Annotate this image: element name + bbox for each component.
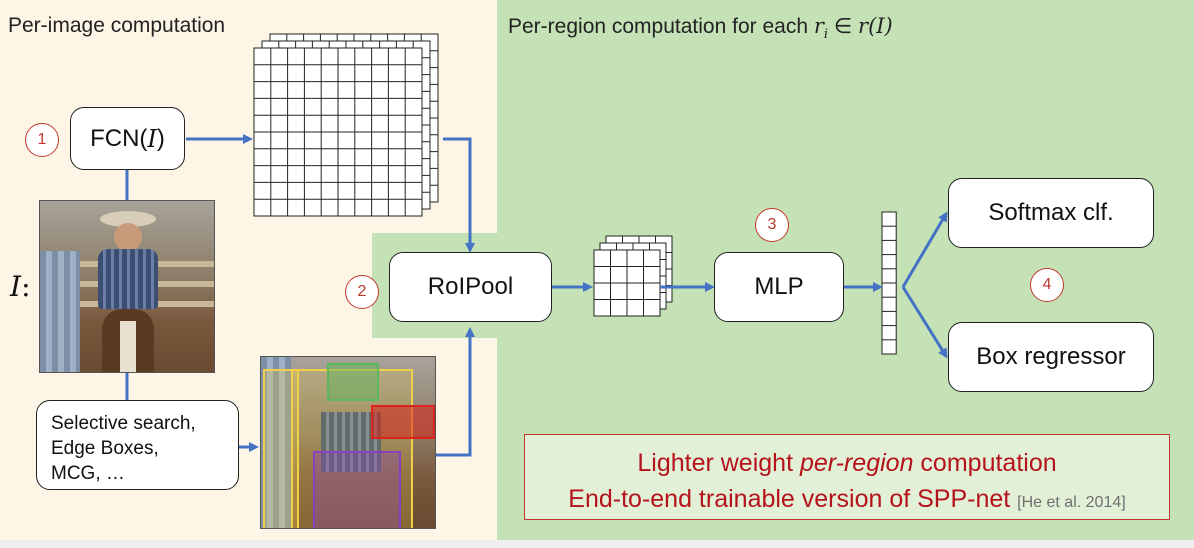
step-3-circle: 3: [755, 208, 789, 242]
feature-vector: [881, 211, 897, 355]
input-label: I:: [10, 270, 31, 303]
per-image-title-text: Per-image computation: [8, 14, 226, 37]
featuremap-to-roipool-arrow: [443, 137, 475, 253]
fcn-var: I: [147, 124, 157, 153]
bottom-strip: [0, 540, 1194, 548]
per-image-title: Per-image computation: [8, 14, 225, 38]
per-region-sub: i: [823, 27, 829, 43]
step-4-label: 4: [1042, 276, 1052, 293]
summary-note: Lighter weight per-region computation En…: [524, 434, 1170, 520]
note-citation: [He et al. 2014]: [1017, 494, 1126, 511]
input-image: [39, 200, 215, 373]
box-regressor-box: Box regressor: [948, 322, 1154, 392]
proposal-box-red: [371, 405, 435, 439]
per-region-var: r: [813, 14, 824, 38]
fcn-suffix: ): [156, 124, 165, 152]
note-line1-suffix: computation: [913, 449, 1057, 477]
vector-to-softmax-arrow: [901, 211, 948, 288]
proposal-method-1: Selective search,: [51, 413, 196, 434]
per-region-set: r(I): [858, 14, 893, 38]
pooled-feature-stack: [593, 235, 673, 317]
step-1-label: 1: [37, 131, 47, 148]
per-region-title-text: Per-region computation for each: [508, 15, 814, 38]
mlp-box: MLP: [714, 252, 844, 322]
feature-map-layer-front: [253, 47, 423, 217]
note-line2-text: End-to-end trainable version of SPP-net: [568, 485, 1011, 513]
per-region-title: Per-region computation for each ri ∈ r(I…: [508, 14, 893, 42]
roipool-label: RoIPool: [427, 273, 514, 300]
proposal-box-purple: [313, 451, 401, 528]
softmax-box: Softmax clf.: [948, 178, 1154, 248]
pooled-layer-front: [593, 249, 661, 317]
note-line1-emphasis: per-region: [799, 449, 914, 477]
fcn-prefix: FCN(: [90, 124, 148, 152]
step-1-circle: 1: [25, 123, 59, 157]
feature-vector-cells: [881, 211, 897, 355]
regions-to-roipool-arrow: [436, 327, 475, 457]
mlp-label: MLP: [754, 273, 804, 300]
step-2-label: 2: [357, 283, 367, 300]
note-line1-prefix: Lighter weight: [637, 449, 800, 477]
box-regressor-label: Box regressor: [976, 343, 1126, 370]
fcn-box: FCN(I): [70, 107, 185, 170]
region-proposals-image: [260, 356, 436, 529]
step-4-circle: 4: [1030, 268, 1064, 302]
proposal-box-yellow-left: [263, 369, 299, 528]
proposal-box-yellow-wide: [291, 369, 413, 528]
step-3-label: 3: [767, 216, 777, 233]
proposal-method-3: MCG, …: [51, 463, 125, 484]
feature-map-stack: [253, 33, 439, 217]
roipool-box: RoIPool: [389, 252, 552, 322]
proposal-box-green: [327, 363, 379, 401]
input-var: I: [10, 270, 22, 303]
softmax-label: Softmax clf.: [988, 199, 1114, 226]
per-region-in: ∈: [828, 15, 859, 38]
note-line-1: Lighter weight per-region computation: [525, 445, 1169, 481]
proposal-method-2: Edge Boxes,: [51, 438, 159, 459]
note-line-2: End-to-end trainable version of SPP-net …: [525, 481, 1169, 521]
vector-to-regressor-arrow: [901, 286, 948, 359]
step-2-circle: 2: [345, 275, 379, 309]
input-colon: :: [21, 270, 31, 303]
proposal-methods-box: Selective search, Edge Boxes, MCG, …: [36, 400, 239, 490]
